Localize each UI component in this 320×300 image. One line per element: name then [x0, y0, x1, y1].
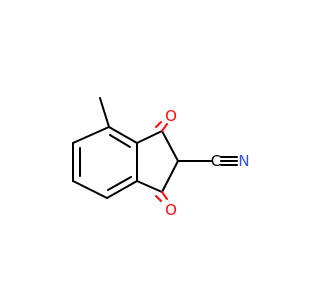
bond-methyl	[99, 97, 110, 128]
bond-ring-6-inner	[109, 134, 131, 148]
atom-oxygen-bottom: O	[165, 201, 177, 219]
atom-nitrogen: N	[238, 152, 249, 170]
bond-five-2	[161, 130, 179, 162]
bond-five-3	[161, 160, 179, 193]
bond-five-1	[136, 130, 163, 144]
canvas-background	[0, 0, 300, 300]
bond-carbonyl-top-b	[155, 121, 162, 128]
bond-ring-3	[72, 180, 108, 199]
bond-carbonyl-bottom-b	[155, 195, 162, 202]
atom-oxygen-top: O	[165, 107, 177, 125]
bond-five-4	[136, 180, 163, 193]
bond-carbonyl-top-a	[161, 123, 168, 132]
bond-ring-4	[106, 180, 138, 199]
atom-carbon-nitrile: C	[211, 152, 221, 170]
bond-ring-1	[72, 126, 110, 144]
bond-carbonyl-bottom-a	[161, 191, 168, 200]
bond-ring-6	[108, 126, 138, 144]
bond-ring-4-inner	[107, 176, 132, 191]
molecule-structure: O O C N	[0, 0, 300, 300]
